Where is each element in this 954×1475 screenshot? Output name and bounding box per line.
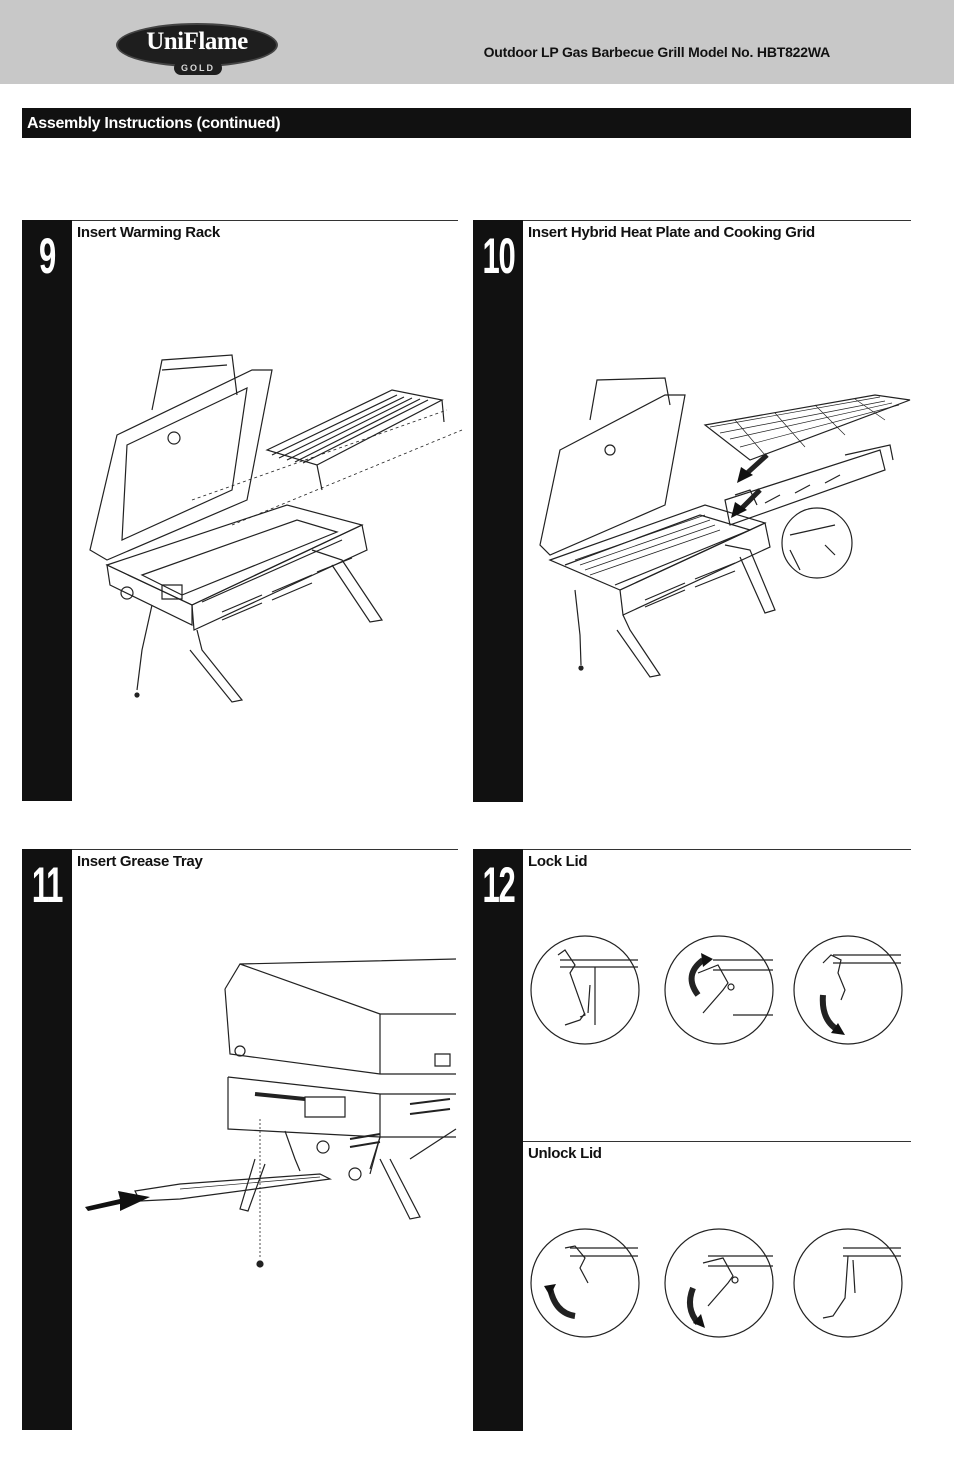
step-title: Insert Grease Tray <box>77 853 203 870</box>
step-title: Insert Hybrid Heat Plate and Cooking Gri… <box>528 224 815 241</box>
unlock-rule <box>523 1141 911 1142</box>
step-number-stripe <box>473 220 523 802</box>
lock-lid-detail-1 <box>530 935 640 1045</box>
step-number: 9 <box>38 228 56 284</box>
step-10-panel: 10 Insert Hybrid Heat Plate and Cooking … <box>473 220 911 802</box>
heat-plate-grid-illustration <box>535 375 913 675</box>
unlock-lid-detail-1 <box>530 1228 640 1338</box>
step-title: Insert Warming Rack <box>77 224 220 241</box>
step-number: 10 <box>482 228 516 284</box>
step-9-panel: 9 Insert Warming Rack <box>22 220 458 801</box>
step-title: Lock Lid <box>528 853 588 870</box>
section-title: Assembly Instructions (continued) <box>22 108 911 138</box>
step-11-panel: 11 Insert Grease Tray <box>22 849 458 1430</box>
lock-lid-detail-2 <box>663 935 775 1045</box>
step-rule <box>72 849 458 850</box>
warming-rack-illustration <box>82 350 462 695</box>
unlock-lid-detail-3 <box>793 1228 903 1338</box>
step-12-panel: 12 Lock Lid Unlock Lid <box>473 849 911 1431</box>
header-bar: UniFlame GOLD Outdoor LP Gas Barbecue Gr… <box>0 0 954 84</box>
step-number: 11 <box>31 857 64 913</box>
product-title: Outdoor LP Gas Barbecue Grill Model No. … <box>483 44 831 60</box>
step-number-stripe <box>22 849 72 1430</box>
logo-text: UniFlame <box>146 28 248 55</box>
unlock-lid-detail-2 <box>663 1228 775 1338</box>
grease-tray-illustration <box>85 959 456 1269</box>
step-number: 12 <box>482 857 516 913</box>
step-number-stripe <box>22 220 72 801</box>
step-rule <box>523 849 911 850</box>
lock-lid-detail-3 <box>793 935 903 1045</box>
brand-logo: UniFlame GOLD <box>116 23 280 75</box>
logo-gold-badge: GOLD <box>174 61 222 75</box>
step-rule <box>72 220 458 221</box>
step-number-stripe <box>473 849 523 1431</box>
step-rule <box>523 220 911 221</box>
unlock-title: Unlock Lid <box>528 1145 602 1162</box>
